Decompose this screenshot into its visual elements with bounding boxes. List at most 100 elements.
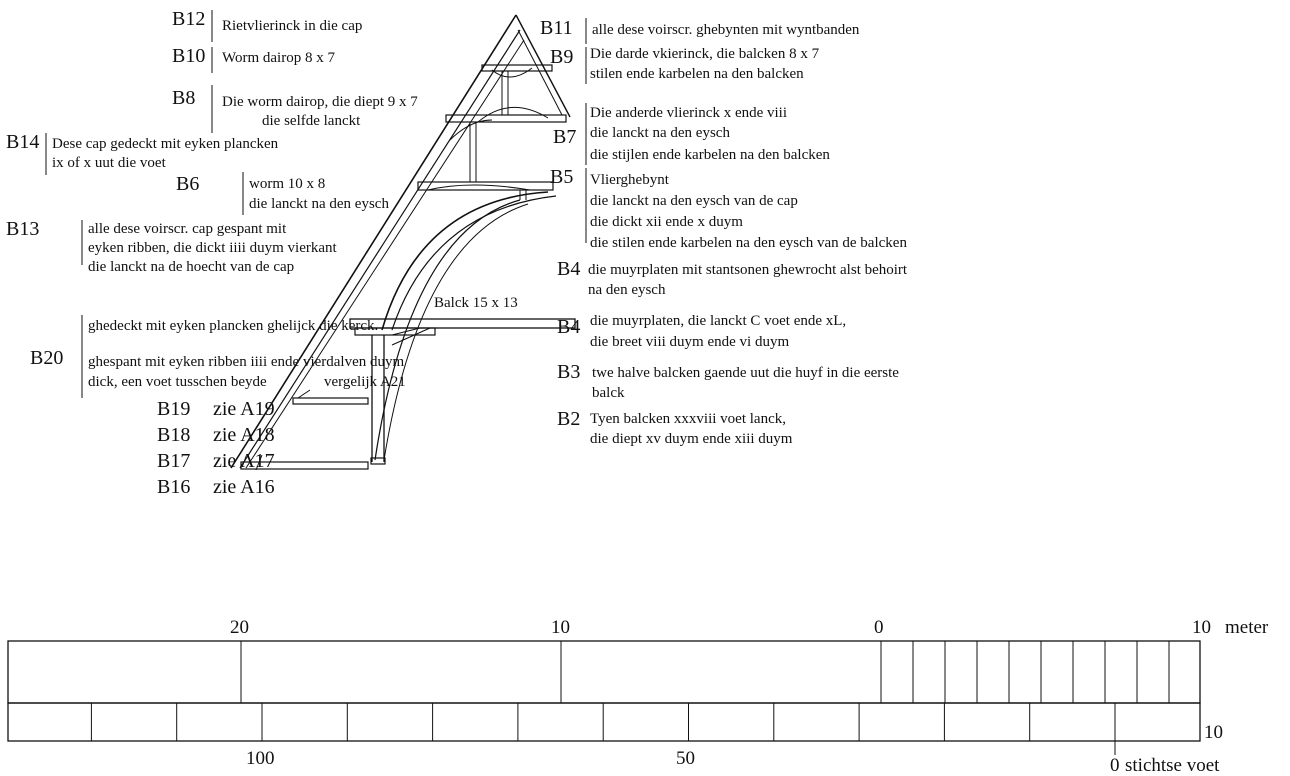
- label-line: die selfde lanckt: [262, 113, 361, 129]
- zie-code: B16: [157, 476, 190, 498]
- roof-truss-drawing: [230, 14, 576, 471]
- label-line: die muyrplaten mit stantsonen ghewrocht …: [588, 262, 908, 278]
- curved-brace-lower-2: [383, 203, 529, 461]
- curved-brace-inner: [391, 195, 557, 331]
- label-line: Die darde vkierinck, die balcken 8 x 7: [590, 46, 820, 62]
- zie-code: B17: [157, 450, 190, 472]
- label-line: alle dese voirscr. cap gespant mit: [88, 221, 287, 237]
- vergelijk-label: vergelijk A21: [324, 374, 406, 390]
- scale-meter-band: [7, 640, 1201, 704]
- label-line: ix of x uut die voet: [52, 155, 167, 171]
- scale-voet-tick: 100: [246, 748, 275, 769]
- label-code: B14: [6, 131, 39, 153]
- label-line: die stijlen ende karbelen na den balcken: [590, 147, 830, 163]
- scale-voet-divisions: [90, 703, 1116, 755]
- label-code: B12: [172, 8, 205, 30]
- label-line: Vlierghebynt: [590, 172, 670, 188]
- label-line: die dickt xii ende x duym: [590, 214, 743, 230]
- label-code: B4: [557, 316, 580, 338]
- collar-beam-lower: [417, 181, 554, 191]
- label-code: B4: [557, 258, 580, 280]
- zie-text: zie A16: [213, 476, 275, 498]
- label-line: Die anderde vlierinck x ende viii: [590, 105, 787, 121]
- tie-beam-bracket: [391, 327, 431, 346]
- zie-code: B19: [157, 398, 190, 420]
- post-mid: [469, 122, 477, 182]
- label-line: die lanckt na den eysch: [590, 125, 730, 141]
- label-code: B2: [557, 408, 580, 430]
- zie-text: zie A17: [213, 450, 275, 472]
- label-line: Rietvlierinck in die cap: [222, 18, 362, 34]
- scale-meter-tick: 10: [551, 617, 570, 638]
- label-b10: B10 Worm dairop 8 x 7: [172, 45, 335, 73]
- label-line: ghespant mit eyken ribben iiii ende vier…: [88, 354, 404, 370]
- label-b14: B14 Dese cap gedeckt mit eyken plancken …: [6, 131, 279, 175]
- scale-meter-tick: 20: [230, 617, 249, 638]
- label-line: die lanckt na den eysch van de cap: [590, 193, 798, 209]
- balck-label: Balck 15 x 13: [434, 295, 518, 311]
- short-beam-a17: [240, 461, 369, 470]
- collar-beam-mid: [445, 114, 567, 123]
- label-code: B5: [550, 166, 573, 188]
- label-line: die muyrplaten, die lanckt C voet ende x…: [590, 313, 846, 329]
- wind-brace-3: [449, 119, 493, 141]
- collar-beam-top: [481, 64, 553, 72]
- label-b7: B7 Die anderde vlierinck x ende viii die…: [553, 103, 830, 165]
- label-line: stilen ende karbelen na den balcken: [590, 66, 804, 82]
- post-foot: [370, 457, 386, 465]
- zie-text: zie A18: [213, 424, 275, 446]
- wind-brace-4: [427, 184, 531, 191]
- label-line: eyken ribben, die dickt iiii duym vierka…: [88, 240, 338, 256]
- scale-voet-unit: stichtse voet: [1125, 755, 1220, 776]
- scale-meter-divisions: [240, 641, 1170, 703]
- scale-meter-tick: 0: [874, 617, 884, 638]
- rafter-right-inner: [517, 29, 563, 116]
- wall-post: [371, 335, 385, 462]
- scale-voet-tick: 50: [676, 748, 695, 769]
- label-line: die lanckt na den eysch: [249, 196, 389, 212]
- label-b9: B9 Die darde vkierinck, die balcken 8 x …: [550, 46, 820, 84]
- curved-brace-lower: [374, 199, 521, 461]
- label-line: na den eysch: [588, 282, 666, 298]
- tie-beam: [349, 318, 576, 329]
- label-code: B6: [176, 173, 199, 195]
- scale-bar: 20 10 0 10 meter 100 50 0 10 stichtse vo…: [7, 617, 1269, 776]
- label-line: Die worm dairop, die diept 9 x 7: [222, 94, 418, 110]
- curved-brace-outer: [381, 191, 549, 331]
- label-b11: B11 alle dese voirscr. ghebynten mit wyn…: [540, 17, 860, 44]
- short-beam-a19: [292, 397, 369, 405]
- label-b12: B12 Rietvlierinck in die cap: [172, 8, 362, 42]
- scale-meter-unit: meter: [1225, 617, 1269, 638]
- label-code: B3: [557, 361, 580, 383]
- rafter-outer: [230, 14, 517, 469]
- label-b13: B13 alle dese voirscr. cap gespant mit e…: [6, 218, 338, 275]
- label-b4-lanckt: B4 die muyrplaten, die lanckt C voet end…: [557, 313, 846, 350]
- rafter-inner-2: [245, 39, 525, 469]
- label-line: twe halve balcken gaende uut die huyf in…: [592, 365, 899, 381]
- label-line: Tyen balcken xxxviii voet lanck,: [590, 411, 786, 427]
- label-line: die breet viii duym ende vi duym: [590, 334, 789, 350]
- label-line: die stilen ende karbelen na den eysch va…: [590, 235, 907, 251]
- label-b20: B20 ghedeckt mit eyken plancken ghelijck…: [30, 315, 404, 398]
- label-b6: B6 worm 10 x 8 die lanckt na den eysch: [176, 172, 389, 215]
- label-line: worm 10 x 8: [249, 176, 325, 192]
- label-code: B13: [6, 218, 39, 240]
- label-code: B20: [30, 347, 63, 369]
- label-code: B10: [172, 45, 205, 67]
- label-code: B8: [172, 87, 195, 109]
- scale-voet-tick: 0: [1110, 755, 1120, 776]
- rafter-right: [515, 14, 571, 118]
- label-line: die lanckt na de hoecht van de cap: [88, 259, 294, 275]
- label-b3: B3 twe halve balcken gaende uut die huyf…: [557, 361, 899, 401]
- scale-voet-band: [7, 702, 1201, 742]
- label-code: B11: [540, 17, 573, 39]
- label-b8: B8 Die worm dairop, die diept 9 x 7 die …: [172, 85, 418, 133]
- label-line: Worm dairop 8 x 7: [222, 50, 335, 66]
- label-b4-muyrplaten: B4 die muyrplaten mit stantsonen ghewroc…: [557, 258, 908, 298]
- tie-beam-lower: [354, 327, 436, 336]
- label-line: die diept xv duym ende xiii duym: [590, 431, 793, 447]
- label-line: dick, een voet tusschen beyde: [88, 374, 267, 390]
- scale-voet-tick: 10: [1204, 722, 1223, 743]
- label-line: balck: [592, 385, 625, 401]
